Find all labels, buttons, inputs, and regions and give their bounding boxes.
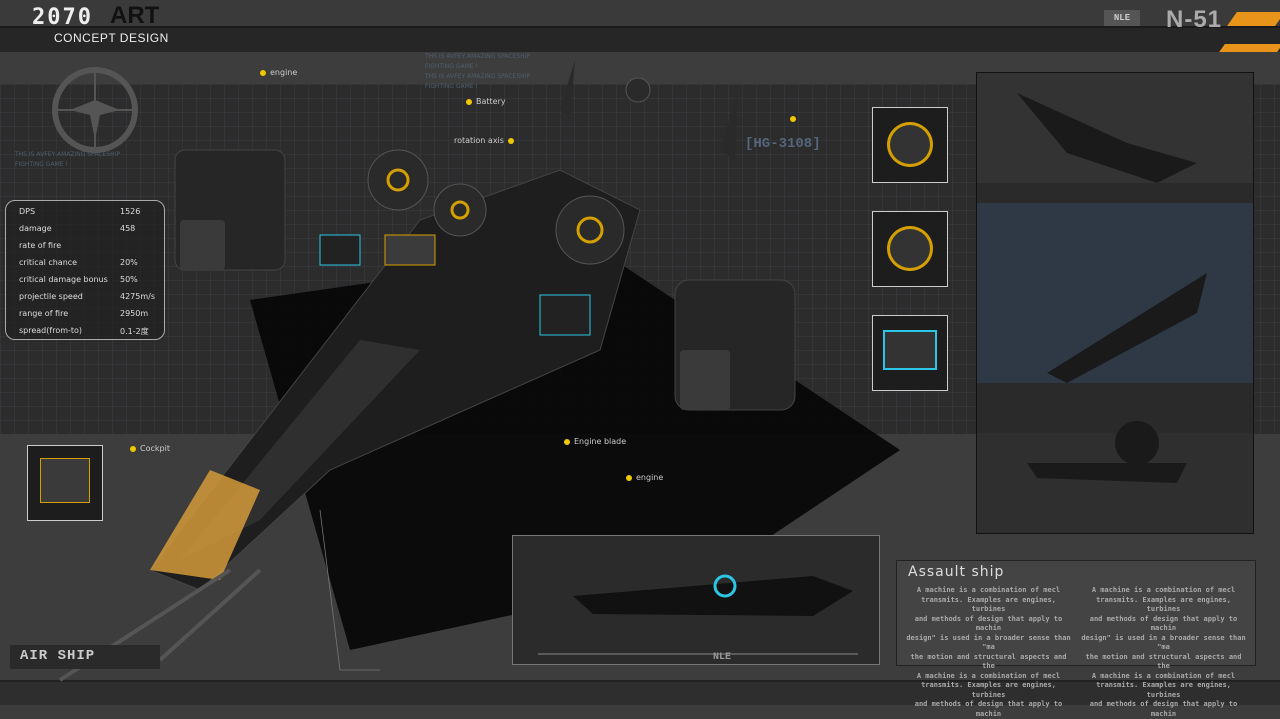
- description-title: Assault ship: [908, 564, 1005, 580]
- logo-word: ART: [110, 2, 160, 29]
- stat-row: spread(from-to)0.1-2度: [19, 326, 149, 336]
- callout-rotation-axis: rotation axis: [454, 136, 518, 145]
- nle-badge: NLE: [1104, 10, 1140, 26]
- model-title: N-51: [1166, 6, 1223, 33]
- side-view-label: NLE: [713, 652, 732, 663]
- ship-views-illustration: [1017, 93, 1207, 483]
- logo-number: 2070: [32, 5, 93, 30]
- detail-thumbnail: [872, 315, 948, 391]
- cockpit-detail-thumbnail: [27, 445, 103, 521]
- callout-engine-2: engine: [622, 473, 663, 482]
- callout-dot-icon: [507, 137, 514, 144]
- callout-engine-blade: Engine blade: [560, 437, 626, 446]
- callout-battery: Battery: [462, 97, 506, 106]
- footer-label: AIR SHIP: [10, 645, 160, 669]
- callout-dot-icon: [130, 445, 136, 452]
- logo-subtitle: CONCEPT DESIGN: [54, 31, 169, 45]
- accent-stripe: [1219, 44, 1280, 52]
- detail-thumbnail: [872, 211, 948, 287]
- stat-row: rate of fire: [19, 241, 62, 250]
- side-view-illustration: [538, 574, 858, 655]
- views-panel: [976, 72, 1254, 534]
- view-front: [977, 433, 1253, 533]
- callout-dot-icon: [564, 438, 570, 445]
- description-panel: Assault ship A machine is a combination …: [896, 560, 1256, 718]
- callout-dot-icon: [466, 98, 472, 105]
- accent-stripe: [1227, 12, 1280, 26]
- header-stripe: [0, 26, 1280, 52]
- callout-engine: engine: [256, 68, 297, 77]
- callout-cockpit: Cockpit: [126, 444, 170, 453]
- serial-label: [HG-3108]: [745, 136, 821, 152]
- callout-dot-icon: [626, 474, 632, 481]
- detail-thumbnail: [872, 107, 948, 183]
- footer-band: [0, 680, 1280, 705]
- crosshair-emblem-icon: [52, 67, 138, 153]
- callout-dot-icon: [790, 116, 796, 122]
- callout-dot-icon: [260, 69, 266, 76]
- side-view-panel: NLE: [512, 535, 880, 665]
